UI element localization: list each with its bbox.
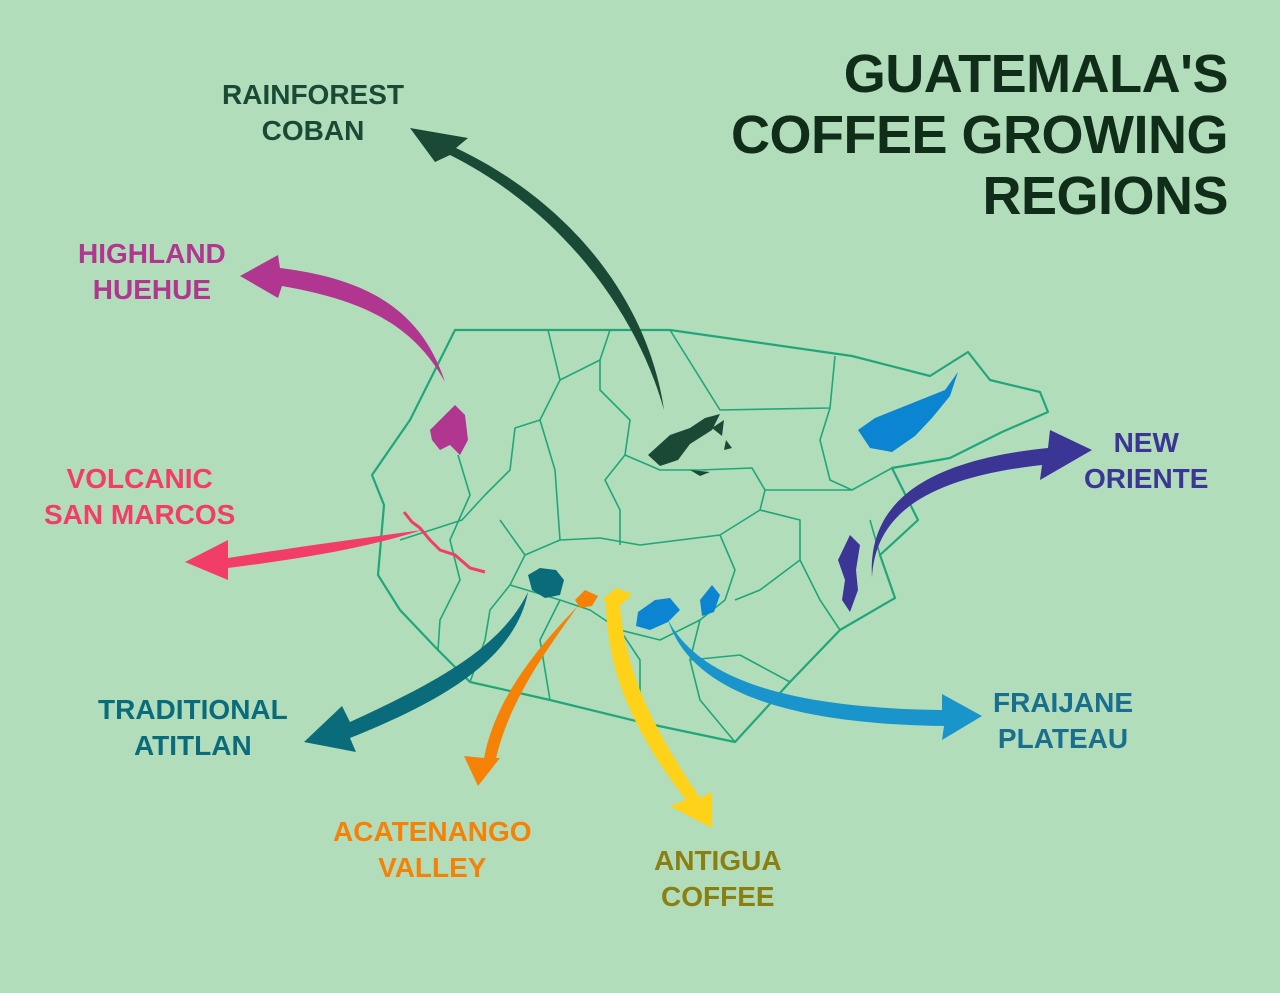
page-title: GUATEMALA'S COFFEE GROWING REGIONS [731,44,1228,227]
arrow-rainforest-coban [410,128,664,410]
arrow-acatenango-valley [464,606,578,786]
patch-new-oriente [838,535,860,612]
label-traditional-atitlan: TRADITIONAL ATITLAN [98,692,288,764]
patch-rainforest-coban [648,414,732,476]
arrow-highland-huehue [240,255,445,382]
label-line: PLATEAU [997,723,1129,754]
label-line: HIGHLAND [78,238,226,269]
label-volcanic-san-marcos: VOLCANIC SAN MARCOS [44,461,235,533]
arrow-new-oriente [871,430,1092,578]
label-line: COBAN [261,115,365,146]
label-antigua-coffee: ANTIGUA COFFEE [654,843,782,915]
patch-fraijane-plateau [636,585,720,630]
label-highland-huehue: HIGHLAND HUEHUE [78,236,226,308]
patch-acatenango-valley [575,590,598,608]
label-line: VALLEY [378,852,487,883]
region-patches [402,372,958,630]
arrow-fraijane-plateau [668,620,982,740]
label-line: ATITLAN [134,730,252,761]
patch-izabal [858,372,958,452]
label-line: HUEHUE [92,274,211,305]
title-line-2: COFFEE GROWING [731,105,1228,165]
arrow-volcanic-san-marcos [185,530,422,580]
label-rainforest-coban: RAINFOREST COBAN [222,77,404,149]
label-line: ANTIGUA [654,845,782,876]
label-line: ORIENTE [1084,463,1209,494]
label-fraijane-plateau: FRAIJANE PLATEAU [993,685,1133,757]
label-acatenango-valley: ACATENANGO VALLEY [333,814,532,886]
label-line: FRAIJANE [993,687,1134,718]
patch-volcanic-san-marcos [402,511,486,574]
title-line-3: REGIONS [982,166,1228,226]
label-new-oriente: NEW ORIENTE [1084,425,1208,497]
label-line: RAINFOREST [222,79,404,110]
patch-highland-huehue [430,405,468,455]
label-line: SAN MARCOS [44,499,236,530]
label-line: NEW [1113,427,1179,458]
label-line: COFFEE [660,881,775,912]
region-arrows [185,128,1092,828]
department-borders [399,329,893,743]
label-line: VOLCANIC [66,463,213,494]
arrow-traditional-atitlan [304,592,528,752]
arrow-antigua-coffee [606,606,712,828]
label-line: ACATENANGO [333,816,532,847]
country-outline [370,328,1050,744]
title-line-1: GUATEMALA'S [843,44,1229,104]
patch-traditional-atitlan [528,568,564,598]
label-line: TRADITIONAL [98,694,288,725]
